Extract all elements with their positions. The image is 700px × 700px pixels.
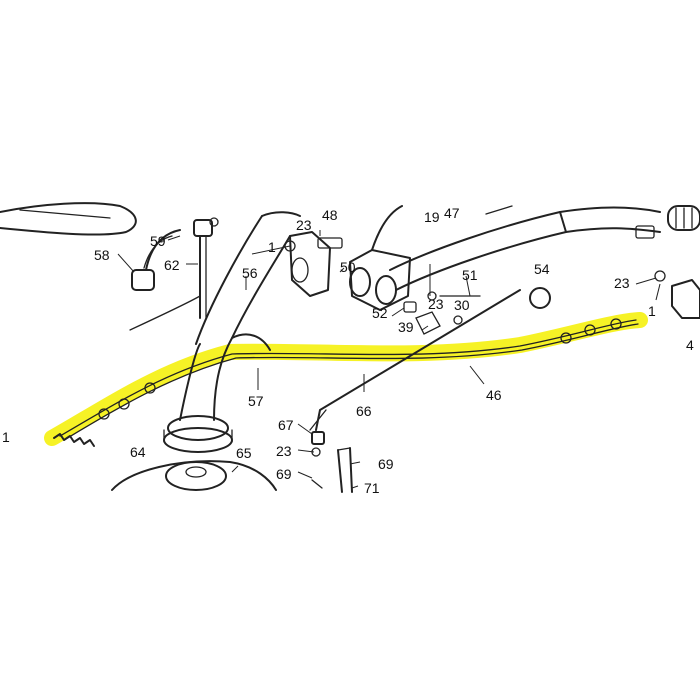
callout-67: 67 — [278, 417, 294, 433]
callout-58: 58 — [94, 247, 110, 263]
callout-71: 71 — [364, 480, 380, 496]
callout-1-right: 1 — [648, 303, 656, 319]
callout-30: 30 — [454, 297, 470, 313]
handlebar — [371, 205, 700, 291]
callout-65: 65 — [236, 445, 252, 461]
callout-51: 51 — [462, 267, 478, 283]
callout-4: 4 — [686, 337, 694, 353]
callout-23-b: 23 — [428, 296, 444, 312]
callout-19: 19 — [424, 209, 440, 225]
hardware — [284, 205, 700, 335]
handle-bracket — [349, 249, 411, 311]
bolt-icon — [317, 237, 343, 249]
knob-icon — [529, 287, 551, 309]
cable-highlight — [44, 312, 648, 446]
callout-47: 47 — [444, 205, 460, 221]
cover-panel — [0, 202, 137, 236]
callout-1-left: 1 — [2, 429, 10, 445]
callout-23-a: 23 — [296, 217, 312, 233]
bushing-icon — [403, 301, 417, 313]
callout-46: 46 — [486, 387, 502, 403]
air-cleaner — [163, 415, 233, 453]
callout-48: 48 — [322, 207, 338, 223]
leader-lines — [117, 230, 661, 489]
callout-57: 57 — [248, 393, 264, 409]
exhaust-pipe — [179, 211, 331, 421]
cable-ferrule-icon — [98, 408, 110, 420]
callout-54: 54 — [534, 261, 550, 277]
callout-23-d: 23 — [276, 443, 292, 459]
clip-icon — [415, 311, 441, 335]
nut-icon — [427, 291, 437, 301]
callout-52: 52 — [372, 305, 388, 321]
dipstick — [193, 217, 219, 319]
callout-56: 56 — [242, 265, 258, 281]
throttle-rod — [309, 287, 551, 431]
lever-bracket-icon — [671, 279, 700, 319]
callout-59: 59 — [150, 233, 166, 249]
callout-62: 62 — [164, 257, 180, 273]
callout-23-c: 23 — [614, 275, 630, 291]
nut-icon — [284, 240, 296, 252]
cable-ferrule-icon — [560, 332, 572, 344]
cable-ferrule-icon — [144, 382, 156, 394]
callout-66: 66 — [356, 403, 372, 419]
cable-ferrule-icon — [118, 398, 130, 410]
clamp-icon — [635, 225, 655, 239]
callout-50: 50 — [340, 259, 356, 275]
callout-64: 64 — [130, 444, 146, 460]
nut-icon — [654, 270, 666, 282]
callout-39: 39 — [398, 319, 414, 335]
fuel-filter-icon — [131, 269, 155, 291]
nut-icon — [453, 315, 463, 325]
callout-69-a: 69 — [276, 466, 292, 482]
lever-assembly — [311, 431, 353, 493]
throttle-cable — [53, 318, 639, 447]
fuel-line — [131, 229, 181, 291]
cable-ferrule-icon — [584, 324, 596, 336]
callout-labels: 1 1 1 4 19 23 23 23 23 30 39 46 47 48 50… — [2, 205, 694, 496]
engine-housing — [111, 460, 277, 491]
cable-ferrule-icon — [610, 318, 622, 330]
handle-grip-icon — [667, 205, 700, 231]
callout-69-b: 69 — [378, 456, 394, 472]
callout-1-mid: 1 — [268, 239, 276, 255]
